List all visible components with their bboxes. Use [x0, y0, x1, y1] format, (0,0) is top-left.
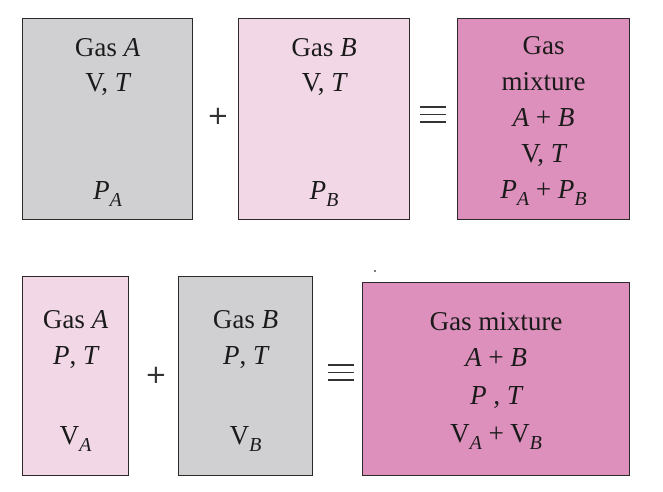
bottom-gas-a-title: Gas A: [42, 304, 109, 334]
top-gas-b-pressure: PB: [309, 175, 339, 211]
bottom-gas-b-volume: VB: [229, 420, 262, 456]
top-gas-b-conditions: V, T: [301, 67, 347, 97]
top-gas-b-box: Gas B V, T PB: [238, 18, 410, 220]
stray-dot: [374, 270, 376, 272]
top-mixture-components: A + B: [512, 102, 575, 132]
top-gas-a-box: Gas A V, T PA: [22, 18, 193, 220]
bottom-equivalence-sign: [328, 364, 354, 387]
top-equivalence-sign: [420, 106, 446, 129]
bottom-mixture-conditions: P , T: [470, 380, 522, 410]
bottom-gas-b-box: Gas B P, T VB: [178, 276, 313, 476]
bottom-gas-b-title: Gas B: [212, 304, 279, 334]
top-mixture-title-line2: mixture: [501, 66, 586, 96]
top-mixture-pressure-sum: PA + PB: [500, 174, 587, 210]
bottom-mixture-components: A + B: [465, 342, 527, 372]
top-gas-a-conditions: V, T: [85, 67, 130, 97]
bottom-gas-a-volume: VA: [59, 420, 92, 456]
bottom-mixture-title: Gas mixture: [429, 306, 563, 336]
bottom-mixture-volume-sum: VA + VB: [450, 418, 542, 454]
bottom-mixture-box: Gas mixture A + B P , T VA + VB: [362, 282, 630, 476]
top-gas-b-title: Gas B: [291, 32, 357, 62]
top-plus-sign: +: [207, 101, 229, 131]
top-gas-a-title: Gas A: [74, 32, 141, 62]
bottom-gas-a-box: Gas A P, T VA: [22, 276, 129, 476]
top-mixture-box: Gas mixture A + B V, T PA + PB: [457, 18, 630, 220]
bottom-gas-a-conditions: P, T: [52, 340, 99, 370]
top-gas-a-pressure: PA: [93, 175, 122, 211]
bottom-plus-sign: +: [145, 360, 167, 390]
top-mixture-conditions: V, T: [521, 138, 566, 168]
bottom-gas-b-conditions: P, T: [222, 340, 269, 370]
top-mixture-title-line1: Gas: [522, 30, 565, 60]
